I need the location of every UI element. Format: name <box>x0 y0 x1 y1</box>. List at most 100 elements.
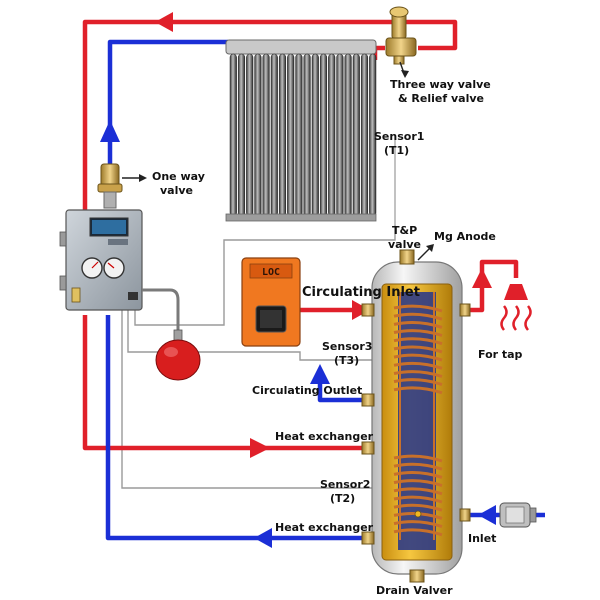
label-circulating-inlet: Circulating Inlet <box>302 285 420 300</box>
coil-loop <box>393 462 443 471</box>
evacuated-tube <box>303 53 311 217</box>
coil-loop <box>393 528 443 537</box>
label-sensor3-1: Sensor3 <box>322 340 372 353</box>
label-sensor3-2: (T3) <box>334 354 359 367</box>
pump-display-text: LOC <box>262 267 280 278</box>
label-tp-valve-1: T&P <box>392 224 417 237</box>
label-inlet: Inlet <box>468 532 496 545</box>
arrow-red-top-left <box>155 12 173 32</box>
coil-loop <box>393 361 443 370</box>
coil-loop <box>393 329 443 337</box>
tap-stream-3 <box>524 305 532 331</box>
coil-loop <box>393 378 443 387</box>
tp-valve <box>399 249 415 265</box>
hot-pipe-heat-exchanger-upper <box>82 315 372 451</box>
label-three-way-valve-2: & Relief valve <box>398 92 484 105</box>
drain-valve <box>409 569 425 583</box>
label-one-way-valve-2: valve <box>160 184 193 197</box>
coil-loop <box>393 495 443 504</box>
one-way-valve <box>97 163 147 209</box>
pump-station-controller <box>59 209 143 311</box>
label-drain-valve: Drain Valver <box>376 584 453 597</box>
arrow-blue-heat-exchanger <box>254 528 272 548</box>
cold-pipe-collector-return <box>107 39 228 208</box>
three-way-valve <box>385 6 417 78</box>
hot-pipe-collector-top <box>82 19 458 248</box>
evacuated-tube <box>319 53 328 217</box>
inlet-fitting <box>499 502 537 528</box>
evacuated-tube <box>352 53 360 217</box>
tap-stream-1 <box>500 305 508 331</box>
sensor2-point <box>414 510 422 518</box>
sensor1-wire <box>134 225 396 326</box>
arrow-red-for-tap <box>472 268 492 288</box>
arrow-blue-inlet <box>478 505 496 525</box>
coil-loop <box>393 353 443 362</box>
evacuated-tube <box>360 53 369 217</box>
coil-loop <box>393 320 443 329</box>
label-sensor1-2: (T1) <box>384 144 409 157</box>
labels: Three way valve & Relief valve Sensor1 (… <box>152 78 523 597</box>
hot-pipe-for-tap <box>460 259 519 313</box>
label-sensor1-1: Sensor1 <box>374 130 424 143</box>
upper-coil <box>393 304 443 395</box>
label-sensor2-2: (T2) <box>330 492 355 505</box>
flow-arrows <box>100 12 496 548</box>
label-tp-valve-2: valve <box>388 238 421 251</box>
coil-loop <box>393 470 443 479</box>
pump-nameplate <box>249 263 293 279</box>
sensor3-wire <box>127 300 375 361</box>
evacuated-tube <box>336 53 344 217</box>
tap-head <box>504 284 528 300</box>
label-circulating-outlet: Circulating Outlet <box>252 384 362 397</box>
evacuated-tube <box>229 53 237 217</box>
evacuated-tube <box>246 53 254 217</box>
label-one-way-valve-1: One way <box>152 170 205 183</box>
expansion-vessel <box>142 288 201 381</box>
arrow-red-circulating-inlet <box>352 300 370 320</box>
coil-loop <box>393 487 443 496</box>
evacuated-tube <box>262 53 270 217</box>
sensor-wires <box>121 225 396 489</box>
circulating-pump: LOC <box>241 257 301 347</box>
evacuated-tubes <box>229 53 377 217</box>
label-heat-exchanger-upper: Heat exchanger <box>275 430 374 443</box>
arrow-blue-up <box>100 120 120 142</box>
coil-loop <box>393 337 443 346</box>
coil-loop <box>393 503 443 512</box>
label-for-tap: For tap <box>478 348 523 361</box>
evacuated-tube <box>295 53 303 217</box>
label-mg-anode: Mg Anode <box>434 230 496 243</box>
tap-stream-2 <box>512 305 520 331</box>
arrow-red-heat-exchanger <box>250 438 270 458</box>
coil-loop <box>393 312 443 321</box>
evacuated-tube <box>237 53 246 217</box>
coil-loop <box>393 304 443 313</box>
coil-loop <box>393 386 443 395</box>
solar-collector <box>225 39 377 222</box>
coil-loop <box>393 479 443 488</box>
evacuated-tube <box>287 53 295 217</box>
evacuated-tube <box>254 53 262 217</box>
evacuated-tube <box>278 53 287 217</box>
coil-loop <box>393 345 443 354</box>
evacuated-tube <box>311 53 319 217</box>
coil-loop <box>393 370 443 378</box>
coil-loop <box>393 454 443 463</box>
sensor2-wire <box>121 300 375 489</box>
evacuated-tube <box>328 53 336 217</box>
label-sensor2-1: Sensor2 <box>320 478 370 491</box>
collector-header <box>225 39 377 55</box>
label-three-way-valve-1: Three way valve <box>390 78 491 91</box>
storage-tank <box>361 244 471 583</box>
evacuated-tube <box>344 53 352 217</box>
evacuated-tube <box>270 53 278 217</box>
coil-loop <box>393 520 443 529</box>
tap-outlet <box>500 284 532 331</box>
cold-pipe-heat-exchanger-lower <box>105 315 372 541</box>
label-heat-exchanger-lower: Heat exchanger <box>275 521 374 534</box>
collector-frame-bottom <box>225 213 377 222</box>
arrow-blue-up-outlet <box>310 364 330 384</box>
